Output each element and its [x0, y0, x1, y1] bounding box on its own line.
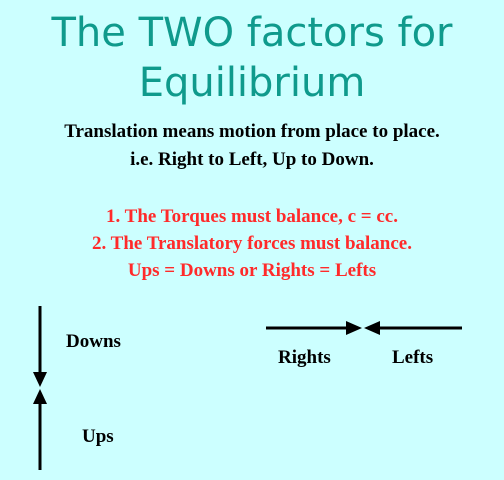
down-arrow-icon [33, 306, 47, 387]
up-arrow-icon [33, 389, 47, 470]
condition-translatory-forces: 2. The Translatory forces must balance. [91, 233, 412, 254]
rights-label: Rights [278, 347, 331, 368]
intro-text-line-2: i.e. Right to Left, Up to Down. [130, 149, 374, 170]
left-arrow-icon [364, 321, 462, 335]
downs-label: Downs [66, 331, 121, 352]
condition-torques: 1. The Torques must balance, c = cc. [106, 206, 398, 227]
page-title-line-1: The TWO factors for [51, 10, 453, 56]
intro-text-line-1: Translation means motion from place to p… [64, 121, 440, 142]
condition-balance-equation: Ups = Downs or Rights = Lefts [127, 260, 377, 281]
right-arrow-icon [266, 321, 362, 335]
ups-label: Ups [82, 426, 114, 447]
page-title-line-2: Equilibrium [138, 60, 366, 106]
lefts-label: Lefts [392, 347, 434, 368]
